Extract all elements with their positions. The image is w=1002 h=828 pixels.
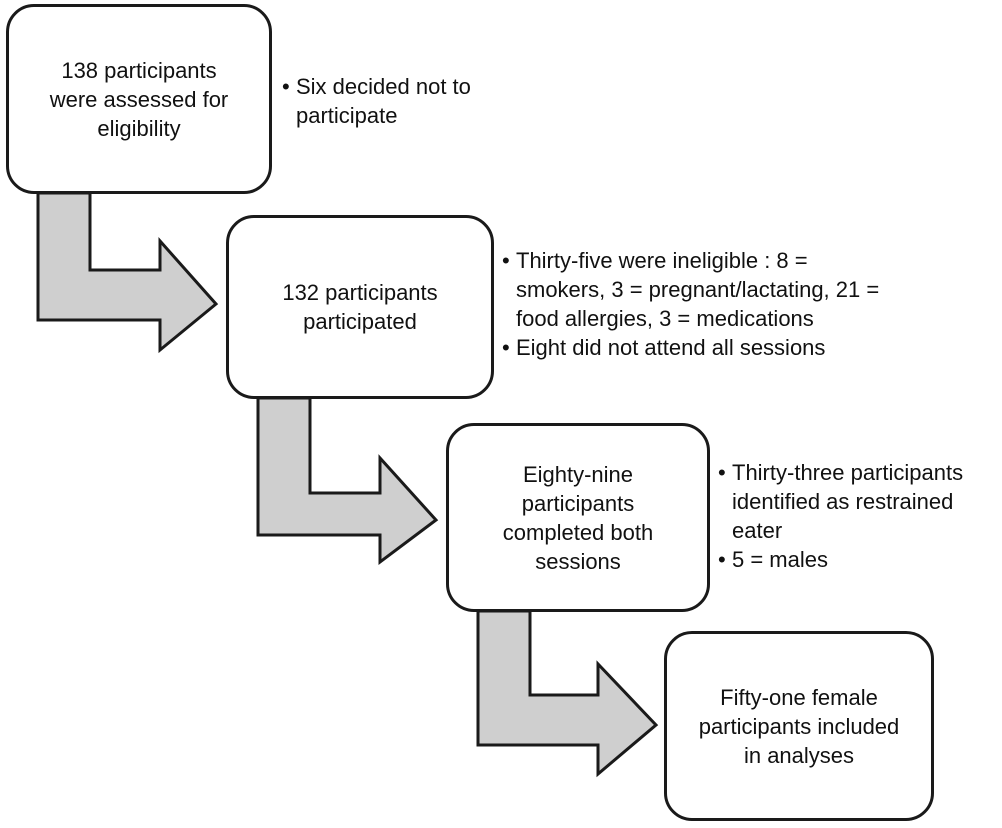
stage-notes-participated: Thirty-five were ineligible : 8 = smoker… [502,246,892,362]
stage-box-assessed: 138 participants were assessed for eligi… [6,4,272,194]
stage-text-analysed: Fifty-one female participants included i… [698,684,900,768]
note-item: 5 = males [718,545,1000,574]
stage-box-completed: Eighty-nine participants completed both … [446,423,710,612]
note-item: Thirty-five were ineligible : 8 = smoker… [502,246,892,333]
stage-text-completed: Eighty-nine participants completed both … [502,461,654,574]
stage-text-participated: 132 participants participated [282,280,438,334]
flow-arrow-3 [476,609,659,778]
note-item: Six decided not to participate [282,72,502,130]
note-item: Thirty-three participants identified as … [718,458,1000,545]
stage-notes-completed: Thirty-three participants identified as … [718,458,1000,574]
stage-box-participated: 132 participants participated [226,215,494,399]
stage-box-analysed: Fifty-one female participants included i… [664,631,934,821]
flow-arrow-2 [256,396,439,565]
flow-arrow-1 [36,191,219,354]
note-item: Eight did not attend all sessions [502,333,892,362]
stage-text-assessed: 138 participants were assessed for eligi… [49,57,229,141]
stage-notes-assessed: Six decided not to participate [282,72,502,130]
